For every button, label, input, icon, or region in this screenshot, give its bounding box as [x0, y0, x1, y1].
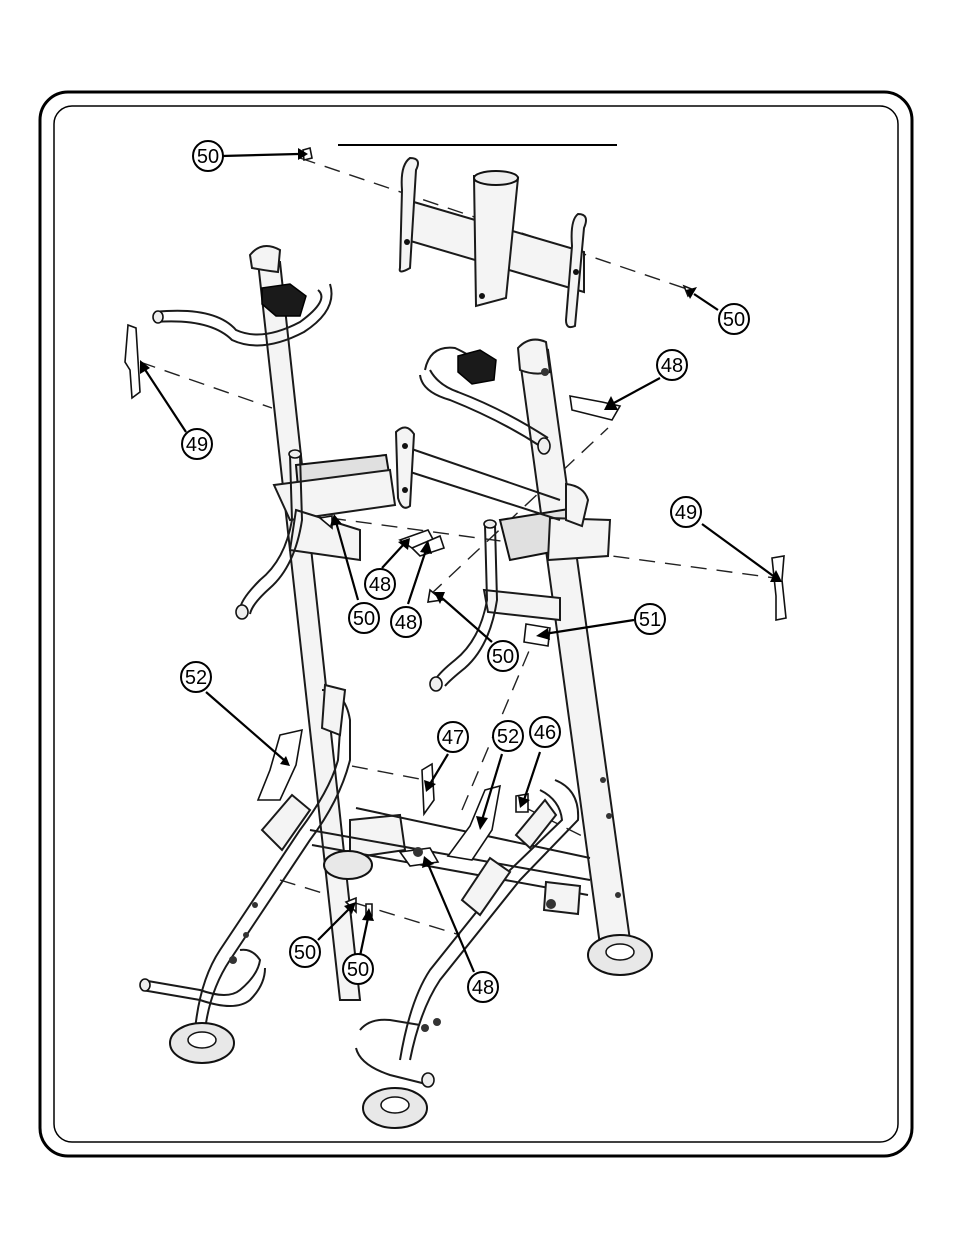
left-upright: [153, 246, 360, 1000]
callout-bubble: 49: [182, 429, 212, 459]
callout-label: 48: [395, 612, 417, 634]
decal-49-left: [125, 325, 140, 398]
callout-label: 51: [639, 609, 661, 631]
callout-label: 50: [197, 146, 219, 168]
alignment-lines: [140, 158, 775, 935]
callout-label: 48: [661, 355, 683, 377]
callout-bubble: 51: [635, 604, 665, 634]
callout-bubble: 50: [193, 141, 223, 171]
callout-bubble: 50: [349, 603, 379, 633]
callout-label: 50: [353, 608, 375, 630]
callout-bubble: 48: [657, 350, 687, 380]
callout-bubble: 50: [290, 937, 320, 967]
callout-label: 50: [723, 309, 745, 331]
callout-label: 46: [534, 722, 556, 744]
callout-label: 52: [497, 726, 519, 748]
callout-label: 48: [369, 574, 391, 596]
callout-label: 49: [675, 502, 697, 524]
callout-label: 52: [185, 667, 207, 689]
callout-bubble: 48: [365, 569, 395, 599]
callout-bubble: 48: [391, 607, 421, 637]
decal-52-center: [448, 786, 500, 860]
callout-label: 48: [472, 977, 494, 999]
callout-label: 47: [442, 727, 464, 749]
callout-label: 50: [492, 646, 514, 668]
top-crossbar-bracket: [400, 158, 586, 327]
callout-label: 50: [347, 959, 369, 981]
callout-bubble: 50: [488, 641, 518, 671]
decal-52-left: [258, 730, 302, 800]
callout-bubble: 49: [671, 497, 701, 527]
callout-label: 49: [186, 434, 208, 456]
callout-bubble: 50: [719, 304, 749, 334]
callout-bubble: 52: [493, 721, 523, 751]
callout-bubble: 50: [343, 954, 373, 984]
callout-bubble: 46: [530, 717, 560, 747]
callout-bubble: 52: [181, 662, 211, 692]
callout-bubble: 48: [468, 972, 498, 1002]
callout-bubble: 47: [438, 722, 468, 752]
callout-label: 50: [294, 942, 316, 964]
decal-49-right: [772, 556, 786, 620]
decals: [125, 148, 786, 916]
